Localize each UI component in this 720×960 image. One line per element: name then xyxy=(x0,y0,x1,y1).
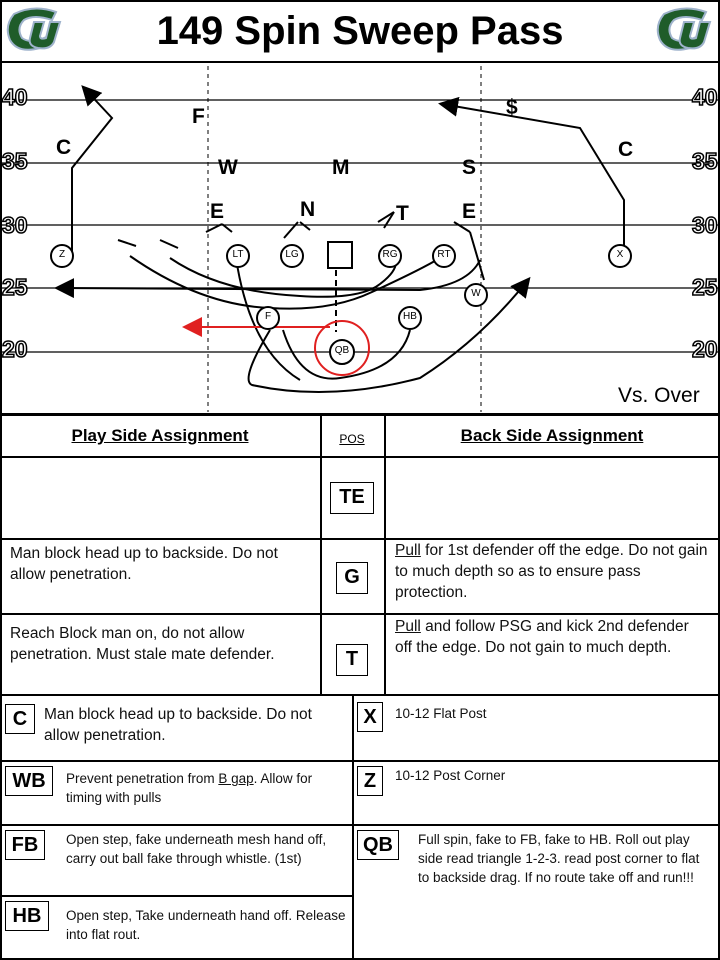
label-qb: QB xyxy=(334,345,350,356)
g-box: G xyxy=(336,562,368,594)
player-z xyxy=(50,244,74,268)
yard-number: 35 xyxy=(691,147,718,175)
defender-c-left: C xyxy=(56,136,72,159)
g-back-side-text: Pull for 1st defender off the edge. Do n… xyxy=(395,540,713,603)
defender-s: S xyxy=(462,156,477,179)
vs-label: Vs. Over xyxy=(618,384,700,407)
t-back-side-text: Pull and follow PSG and kick 2nd defende… xyxy=(395,616,695,658)
player-lg xyxy=(280,244,304,268)
defender-m: M xyxy=(332,156,350,179)
c-box: C xyxy=(5,704,35,734)
label-x: X xyxy=(616,249,624,260)
label-lt: LT xyxy=(232,249,244,260)
z-text: 10-12 Post Corner xyxy=(395,768,506,783)
t-back-side-rest: and follow PSG and kick 2nd defender off… xyxy=(395,618,689,656)
yard-number: 25 xyxy=(1,273,28,301)
hb-route xyxy=(247,276,531,394)
player-rg xyxy=(378,244,402,268)
page-title: 149 Spin Sweep Pass xyxy=(156,9,564,53)
t-play-side-text: Reach Block man on, do not allow penetra… xyxy=(10,625,275,663)
logo-right xyxy=(654,6,716,52)
logo-left xyxy=(4,6,66,52)
fb-route xyxy=(282,329,411,380)
yard-number: 40 xyxy=(691,83,718,111)
hb-box: HB xyxy=(5,901,49,931)
player-f xyxy=(256,306,280,330)
label-hb: HB xyxy=(403,311,417,322)
pos-header: POS xyxy=(339,432,365,446)
defender-e-right: E xyxy=(462,200,477,223)
yard-number: 30 xyxy=(691,211,718,239)
wb-box: WB xyxy=(5,766,53,796)
t-box: T xyxy=(336,644,368,676)
player-w xyxy=(464,283,488,307)
qb-box: QB xyxy=(357,830,399,860)
defender-t: T xyxy=(396,202,409,225)
g-play-side-text: Man block head up to backside. Do not al… xyxy=(10,545,278,583)
label-f: F xyxy=(264,311,272,322)
label-lg: LG xyxy=(285,249,299,260)
te-box: TE xyxy=(330,482,374,514)
defender-n: N xyxy=(300,198,316,221)
yard-number: 35 xyxy=(1,147,28,175)
yard-number: 20 xyxy=(691,335,718,363)
yard-number: 20 xyxy=(1,335,28,363)
label-w: W xyxy=(471,288,481,299)
defender-f: F xyxy=(192,105,205,128)
player-qb xyxy=(314,320,370,376)
label-z: Z xyxy=(58,249,66,260)
player-hb xyxy=(398,306,422,330)
wb-text-part: Prevent penetration from xyxy=(66,771,219,786)
label-rg: RG xyxy=(382,249,398,260)
g-back-side-rest: for 1st defender off the edge. Do not ga… xyxy=(395,542,708,601)
center-square xyxy=(327,241,353,269)
wb-text-part: . Allow for timing with pulls xyxy=(66,771,313,805)
z-route xyxy=(71,85,114,252)
yard-number: 25 xyxy=(691,273,718,301)
defender-e-left: E xyxy=(210,200,225,223)
qb-spin-route xyxy=(235,257,301,381)
fb-text: Open step, fake underneath mesh hand off… xyxy=(66,832,327,866)
player-x xyxy=(608,244,632,268)
yard-number: 30 xyxy=(1,211,28,239)
play-side-header: Play Side Assignment xyxy=(71,426,249,445)
c-text: Man block head up to backside. Do not al… xyxy=(44,706,312,744)
x-route xyxy=(438,96,625,252)
player-rt xyxy=(432,244,456,268)
fb-box: FB xyxy=(5,830,45,860)
z-box: Z xyxy=(357,766,383,796)
x-text: 10-12 Flat Post xyxy=(395,706,487,721)
pull-word: Pull xyxy=(395,542,421,559)
defender-c-right: C xyxy=(618,138,634,161)
hb-text: Open step, Take underneath hand off. Rel… xyxy=(66,908,346,942)
pull-word: Pull xyxy=(395,618,421,635)
w-route xyxy=(54,259,481,299)
yard-number: 40 xyxy=(1,83,28,111)
defender-dollar: $ xyxy=(506,96,518,119)
defender-w: W xyxy=(218,156,238,179)
back-side-header: Back Side Assignment xyxy=(460,426,644,445)
player-lt xyxy=(226,244,250,268)
qb-text: Full spin, fake to FB, fake to HB. Roll … xyxy=(418,832,700,885)
b-gap-word: B gap xyxy=(218,771,254,786)
play-diagram xyxy=(0,0,720,415)
label-rt: RT xyxy=(437,249,451,260)
x-box: X xyxy=(357,702,383,732)
wb-text: Prevent penetration from B gap. Allow fo… xyxy=(66,769,346,807)
lg-pull-route xyxy=(169,257,397,298)
